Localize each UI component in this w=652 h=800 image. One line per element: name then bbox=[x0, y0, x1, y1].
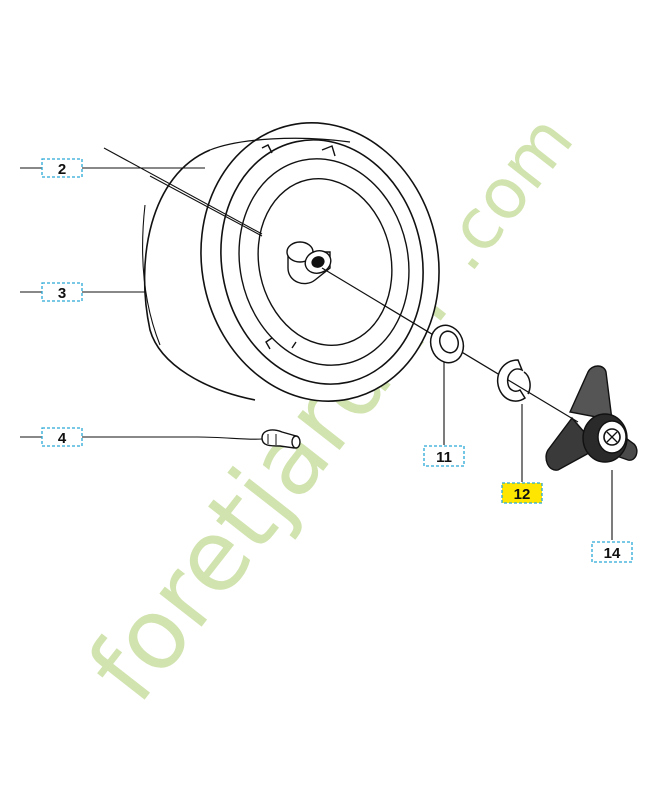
e-clip bbox=[497, 359, 531, 402]
callout-2-label: 2 bbox=[58, 161, 66, 178]
leader-2-c bbox=[149, 175, 263, 237]
washer bbox=[429, 324, 465, 364]
callout-2: 2 bbox=[20, 158, 83, 178]
spinner-cap bbox=[545, 365, 638, 471]
rim-notch-bottom bbox=[265, 337, 297, 350]
callout-11-label: 11 bbox=[436, 449, 452, 466]
rim-inner bbox=[257, 177, 393, 347]
callout-3-label: 3 bbox=[58, 285, 66, 302]
spinner-logo-icon bbox=[603, 428, 621, 446]
spinner-left-arm bbox=[545, 416, 600, 471]
leader-2-b bbox=[103, 147, 263, 235]
callout-4-label: 4 bbox=[58, 430, 67, 447]
hub-bore bbox=[311, 256, 325, 268]
callout-14: 14 bbox=[591, 541, 633, 563]
valve-stem bbox=[261, 429, 301, 449]
rim bbox=[238, 144, 410, 366]
callout-14-label: 14 bbox=[604, 545, 621, 562]
tire-top-rim bbox=[209, 137, 351, 151]
rim-lip bbox=[238, 158, 410, 366]
callout-3: 3 bbox=[20, 282, 83, 302]
leader-4 bbox=[82, 436, 263, 440]
rim-notch-top bbox=[261, 144, 336, 157]
leader-lines bbox=[82, 147, 613, 540]
watermark-tld: .com bbox=[419, 100, 589, 286]
spinner-top-arm bbox=[568, 365, 613, 421]
tire-sidewall bbox=[220, 139, 424, 385]
callout-4: 4 bbox=[20, 427, 83, 447]
callout-12: 12 bbox=[501, 482, 543, 504]
tire-outer-back bbox=[143, 149, 256, 401]
tire-tread-edge bbox=[142, 204, 161, 346]
callout-11: 11 bbox=[423, 445, 465, 467]
hub bbox=[286, 241, 332, 285]
callout-12-label: 12 bbox=[514, 486, 531, 503]
